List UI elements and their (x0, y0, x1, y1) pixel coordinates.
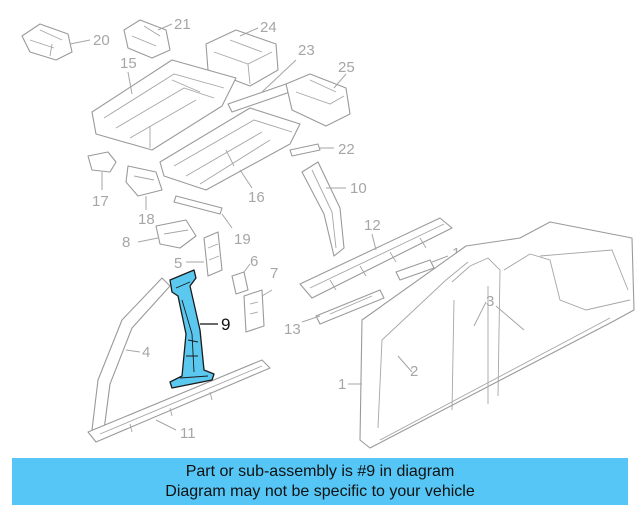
part-13-rail (315, 289, 385, 325)
leader-15 (127, 71, 133, 95)
leader-7 (261, 289, 273, 297)
part-24-rear-panel (205, 29, 279, 87)
callout-21: 21 (174, 16, 191, 33)
part-25-rear-bracket (285, 73, 351, 127)
part-10-pillar-upper (301, 161, 345, 257)
part-14-bracket (395, 259, 435, 281)
part-1-body-side-panel (359, 221, 635, 449)
banner-line-2: Diagram may not be specific to your vehi… (165, 482, 475, 500)
leader-11 (155, 419, 177, 431)
banner-line-1: Part or sub-assembly is #9 in diagram (185, 462, 455, 480)
callout-13: 13 (284, 321, 301, 338)
callout-8: 8 (122, 234, 130, 251)
part-4-front-pillar (91, 277, 171, 431)
callout-7: 7 (270, 265, 278, 282)
leader-3 (473, 301, 525, 331)
callout-22: 22 (338, 141, 355, 158)
part-21-bracket (123, 19, 171, 59)
leader-12 (371, 233, 377, 251)
part-6-clip (231, 271, 249, 295)
part-19-reinforcement (173, 195, 223, 215)
leader-21 (157, 23, 173, 31)
part-8-bracket (155, 219, 197, 249)
part-17-bracket (87, 151, 117, 173)
callout-15: 15 (120, 55, 137, 72)
callout-4: 4 (142, 344, 150, 361)
callout-16: 16 (248, 189, 265, 206)
part-9-center-pillar-highlighted (169, 269, 215, 389)
callout-3: 3 (486, 293, 494, 310)
callout-19: 19 (234, 231, 251, 248)
callout-24: 24 (260, 19, 277, 36)
leader-19 (221, 213, 233, 229)
callout-17: 17 (92, 193, 109, 210)
callout-18: 18 (138, 211, 155, 228)
part-5-bracket (203, 231, 223, 277)
leader-4 (125, 349, 141, 353)
callout-6: 6 (250, 253, 258, 270)
callout-25: 25 (338, 59, 355, 76)
part-23-cross-member (227, 83, 291, 113)
leader-20 (69, 39, 91, 45)
parts-exploded-diagram: 20 21 24 15 23 25 16 22 (21, 16, 635, 449)
part-20-bracket (21, 23, 73, 61)
leader-13 (301, 315, 321, 323)
leader-25 (333, 73, 347, 89)
part-11-rocker (87, 359, 271, 443)
leader-6 (243, 263, 251, 273)
callout-10: 10 (350, 180, 367, 197)
leader-23 (261, 59, 297, 93)
part-12-side-rail (299, 217, 453, 299)
callout-1: 1 (338, 376, 346, 393)
part-15-front-floor (91, 59, 237, 151)
callout-12: 12 (364, 217, 381, 234)
callout-20: 20 (93, 32, 110, 49)
callout-9: 9 (221, 315, 230, 334)
leader-16 (239, 169, 253, 189)
part-16-rear-floor (159, 107, 301, 191)
callout-2: 2 (410, 363, 418, 380)
callout-5: 5 (174, 255, 182, 272)
callout-11: 11 (180, 425, 196, 442)
part-18-bracket (125, 165, 163, 197)
leader-2 (397, 355, 413, 373)
callout-23: 23 (298, 42, 315, 59)
part-7-plate (243, 289, 265, 333)
part-22-bar (289, 143, 321, 157)
info-banner: Part or sub-assembly is #9 in diagram Di… (12, 458, 628, 505)
leader-8 (137, 237, 159, 243)
leader-14 (431, 255, 449, 263)
leader-24 (239, 27, 259, 37)
